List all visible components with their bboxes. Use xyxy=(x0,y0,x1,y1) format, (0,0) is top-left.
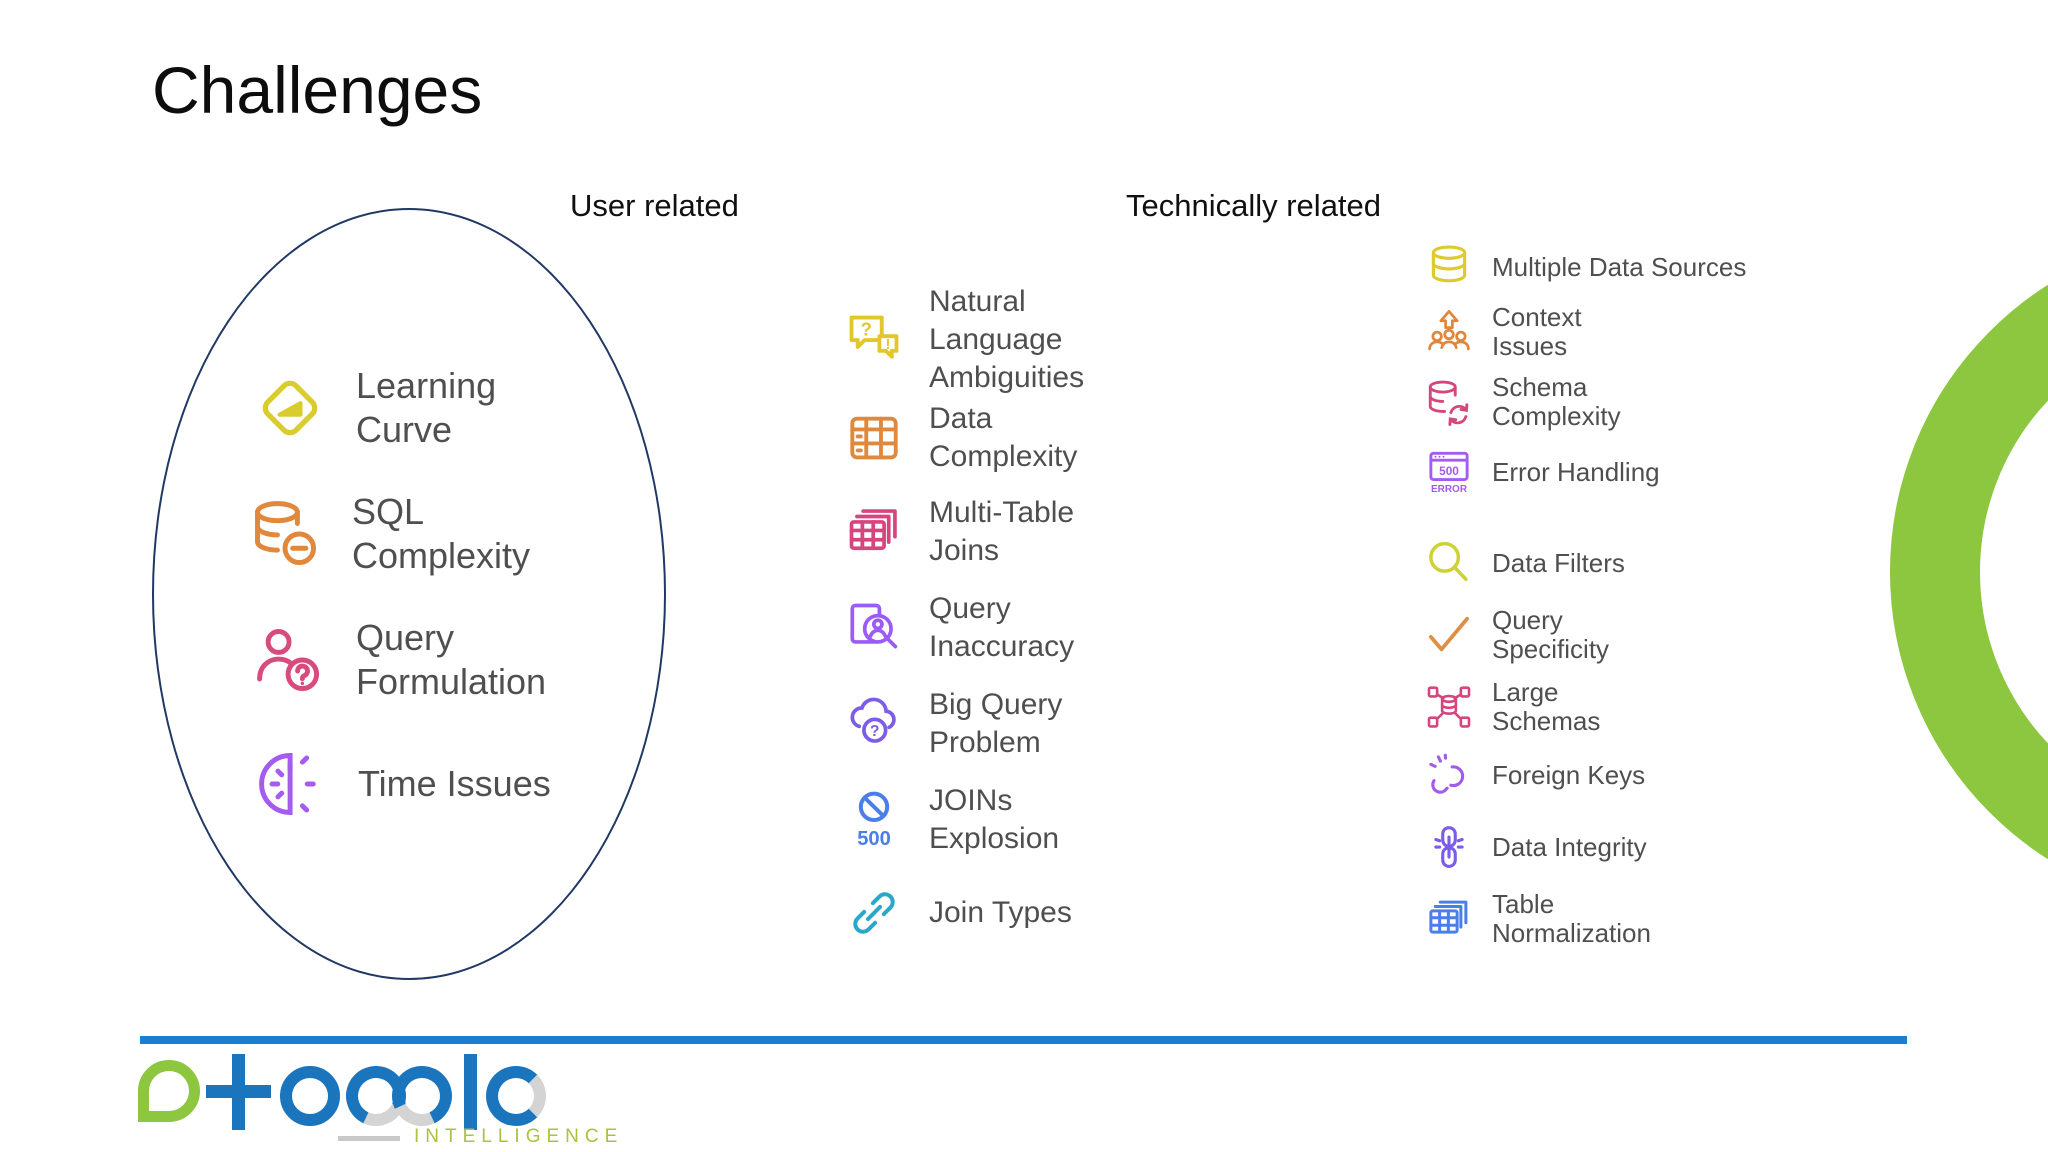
item-label: Large Schemas xyxy=(1492,677,1601,736)
schema-network-icon xyxy=(1424,682,1474,732)
svg-text:500: 500 xyxy=(857,828,891,850)
item-big-query-problem: ? Big Query Problem xyxy=(843,686,1062,762)
item-label: JOINs Explosion xyxy=(929,784,1060,855)
chat-bubbles-question-icon: ? ! xyxy=(843,309,905,371)
green-ring-decoration xyxy=(1890,232,2048,912)
logo-intelligence-text: INTELLIGENCE xyxy=(414,1126,624,1147)
checkmark-icon xyxy=(1424,610,1474,660)
item-label: Context Issues xyxy=(1492,302,1582,361)
item-label: Query Inaccuracy xyxy=(929,592,1075,663)
logo-letter-m-loop xyxy=(383,1057,461,1135)
item-time-issues: Time Issues xyxy=(254,746,551,822)
item-label: Schema Complexity xyxy=(1492,372,1621,431)
item-label: Big Query Problem xyxy=(929,688,1063,759)
stacked-tables-blue-icon xyxy=(1424,894,1474,944)
vertical-chain-icon xyxy=(1424,822,1474,872)
item-label: Multi-Table Joins xyxy=(929,496,1075,567)
item-label: Query Formulation xyxy=(356,617,547,702)
item-joins-explosion: 500 JOINs Explosion xyxy=(843,782,1059,858)
item-label: Data Integrity xyxy=(1492,831,1647,862)
svg-text:500: 500 xyxy=(1439,464,1459,478)
item-table-normalization: Table Normalization xyxy=(1424,890,1651,948)
browser-500-error-icon: 500 ERROR xyxy=(1424,447,1474,497)
item-label: Table Normalization xyxy=(1492,889,1651,948)
item-sql-complexity: SQL Complexity xyxy=(248,490,530,578)
svg-text:?: ? xyxy=(870,723,879,740)
item-learning-curve: Learning Curve xyxy=(252,364,496,452)
logo-plus-icon xyxy=(206,1085,271,1098)
item-label: Data Filters xyxy=(1492,547,1625,578)
people-up-arrow-icon xyxy=(1424,307,1474,357)
logo-letter-i-bar xyxy=(464,1054,477,1130)
heading-technically-related: Technically related xyxy=(1126,188,1382,223)
svg-text:?: ? xyxy=(861,318,872,339)
chain-link-icon xyxy=(843,882,905,944)
item-schema-complexity: Schema Complexity xyxy=(1424,373,1621,431)
cloud-question-icon: ? xyxy=(843,693,905,755)
atomic-logo: INTELLIGENCE xyxy=(138,1052,617,1148)
broken-link-icon xyxy=(1424,750,1474,800)
table-grid-icon xyxy=(843,407,905,469)
item-large-schemas: Large Schemas xyxy=(1424,678,1600,736)
svg-text:!: ! xyxy=(885,337,890,353)
item-query-inaccuracy: Query Inaccuracy xyxy=(843,590,1074,666)
item-multiple-data-sources: Multiple Data Sources xyxy=(1424,242,1746,292)
item-context-issues: Context Issues xyxy=(1424,303,1582,361)
page-title: Challenges xyxy=(152,53,483,127)
magnifier-icon xyxy=(1424,538,1474,588)
item-label: Query Specificity xyxy=(1492,605,1610,664)
item-label: Multiple Data Sources xyxy=(1492,251,1747,282)
item-query-specificity: Query Specificity xyxy=(1424,606,1609,664)
stacked-tables-icon xyxy=(843,501,905,563)
document-person-magnifier-icon xyxy=(843,597,905,659)
logo-letter-o xyxy=(280,1066,340,1126)
logo-letter-c xyxy=(486,1066,546,1126)
person-question-icon xyxy=(252,622,328,698)
prohibited-500-icon: 500 xyxy=(843,789,905,851)
item-label: Join Types xyxy=(929,896,1072,929)
heading-user-related: User related xyxy=(570,188,739,223)
svg-text:ERROR: ERROR xyxy=(1431,484,1468,495)
item-join-types: Join Types xyxy=(843,882,1072,944)
item-data-complexity: Data Complexity xyxy=(843,400,1077,476)
item-data-filters: Data Filters xyxy=(1424,538,1625,588)
database-icon xyxy=(1424,242,1474,292)
item-error-handling: 500 ERROR Error Handling xyxy=(1424,447,1660,497)
item-label: Time Issues xyxy=(358,763,551,804)
item-foreign-keys: Foreign Keys xyxy=(1424,750,1645,800)
item-query-formulation: Query Formulation xyxy=(252,616,546,704)
ellipse-outline xyxy=(152,208,666,980)
logo-letter-a xyxy=(138,1060,200,1122)
item-natural-language-ambiguities: ? ! Natural Language Ambiguities xyxy=(843,283,1084,397)
half-clock-icon xyxy=(254,746,330,822)
item-label: Error Handling xyxy=(1492,456,1660,487)
logo-dash xyxy=(338,1136,400,1141)
item-label: Learning Curve xyxy=(356,365,497,450)
item-label: Natural Language Ambiguities xyxy=(929,285,1085,394)
item-multi-table-joins: Multi-Table Joins xyxy=(843,494,1074,570)
item-label: Data Complexity xyxy=(929,402,1078,473)
item-data-integrity: Data Integrity xyxy=(1424,822,1647,872)
item-label: Foreign Keys xyxy=(1492,759,1646,790)
sql-database-minus-icon xyxy=(248,496,324,572)
database-sync-icon xyxy=(1424,377,1474,427)
item-label: SQL Complexity xyxy=(352,491,531,576)
footer-divider-line xyxy=(140,1036,1907,1044)
learning-curve-icon xyxy=(252,370,328,446)
